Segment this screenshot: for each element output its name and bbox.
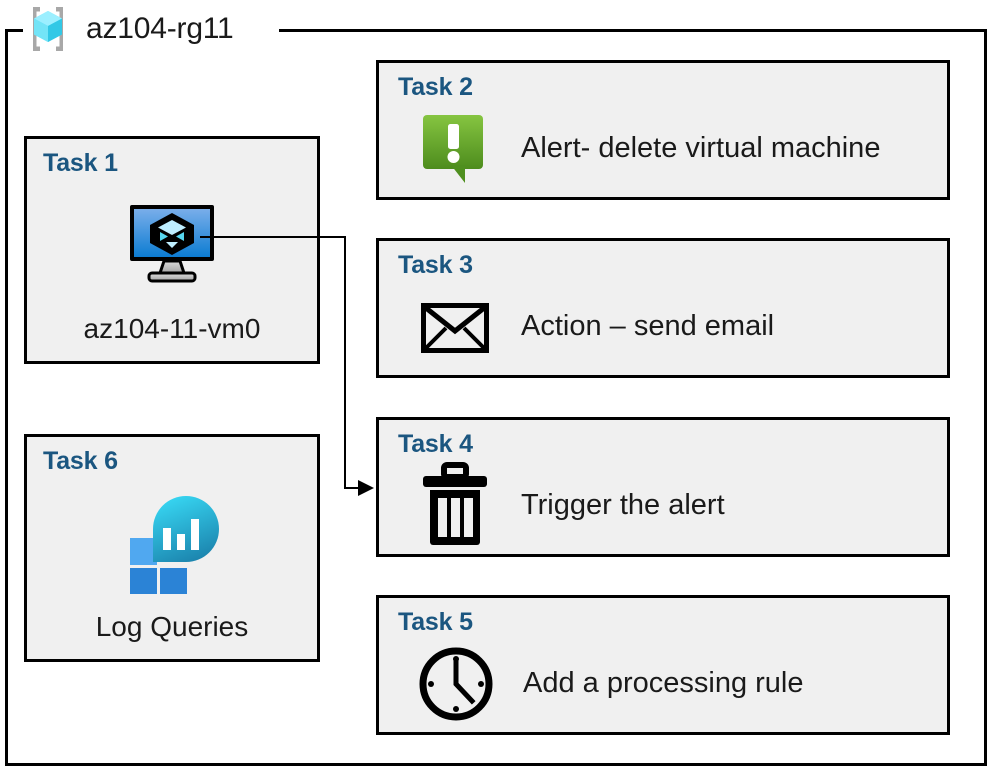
rg-frame-bottom-edge bbox=[5, 763, 987, 766]
task-6-caption: Log Queries bbox=[95, 611, 249, 642]
task-6-icon-slot bbox=[27, 489, 317, 599]
task-6-label: Task 6 bbox=[43, 447, 118, 475]
task-2-box[interactable]: Task 2 Alert- delete virtual machin bbox=[376, 60, 950, 200]
task-1-caption: az104-11-vm0 bbox=[83, 313, 261, 344]
rg-frame-right-edge bbox=[984, 29, 987, 766]
task-4-caption: Trigger the alert bbox=[521, 489, 725, 522]
task-4-label: Task 4 bbox=[398, 430, 473, 458]
resource-group-header: az104-rg11 bbox=[20, 2, 234, 56]
rg-frame-left-edge bbox=[5, 29, 8, 766]
clock-icon bbox=[415, 643, 497, 725]
azure-resource-group-icon bbox=[20, 4, 76, 54]
task-5-box[interactable]: Task 5 Add a processing rule bbox=[376, 595, 950, 735]
task-1-box[interactable]: Task 1 bbox=[24, 136, 320, 364]
task-1-label: Task 1 bbox=[43, 149, 118, 177]
rg-frame-top-left-segment bbox=[5, 29, 23, 32]
task-5-caption: Add a processing rule bbox=[523, 667, 804, 700]
trash-icon bbox=[415, 461, 495, 551]
task-4-row: Trigger the alert bbox=[415, 461, 933, 551]
arrowhead-right-icon bbox=[358, 480, 374, 496]
task-2-row: Alert- delete virtual machine bbox=[415, 107, 933, 191]
log-analytics-icon bbox=[120, 490, 224, 599]
envelope-icon bbox=[415, 293, 495, 361]
resource-group-name: az104-rg11 bbox=[86, 12, 234, 45]
task-5-row: Add a processing rule bbox=[415, 642, 933, 726]
task-1-icon-slot bbox=[27, 191, 317, 301]
task-3-box[interactable]: Task 3 Action – send email bbox=[376, 238, 950, 378]
task-3-row: Action – send email bbox=[415, 285, 933, 369]
alert-exclamation-icon bbox=[415, 109, 495, 189]
task-4-box[interactable]: Task 4 Trigger the alert bbox=[376, 417, 950, 557]
task-3-caption: Action – send email bbox=[521, 310, 775, 343]
task-2-caption: Alert- delete virtual machine bbox=[521, 132, 881, 165]
connector-segment-vertical bbox=[344, 236, 346, 489]
connector-segment-horizontal-top bbox=[200, 236, 346, 238]
task-5-label: Task 5 bbox=[398, 608, 473, 636]
rg-frame-top-right-segment bbox=[279, 29, 987, 32]
virtual-machine-icon bbox=[124, 201, 220, 292]
task-2-label: Task 2 bbox=[398, 73, 473, 101]
task-3-label: Task 3 bbox=[398, 251, 473, 279]
task-6-box[interactable]: Task 6 bbox=[24, 434, 320, 662]
